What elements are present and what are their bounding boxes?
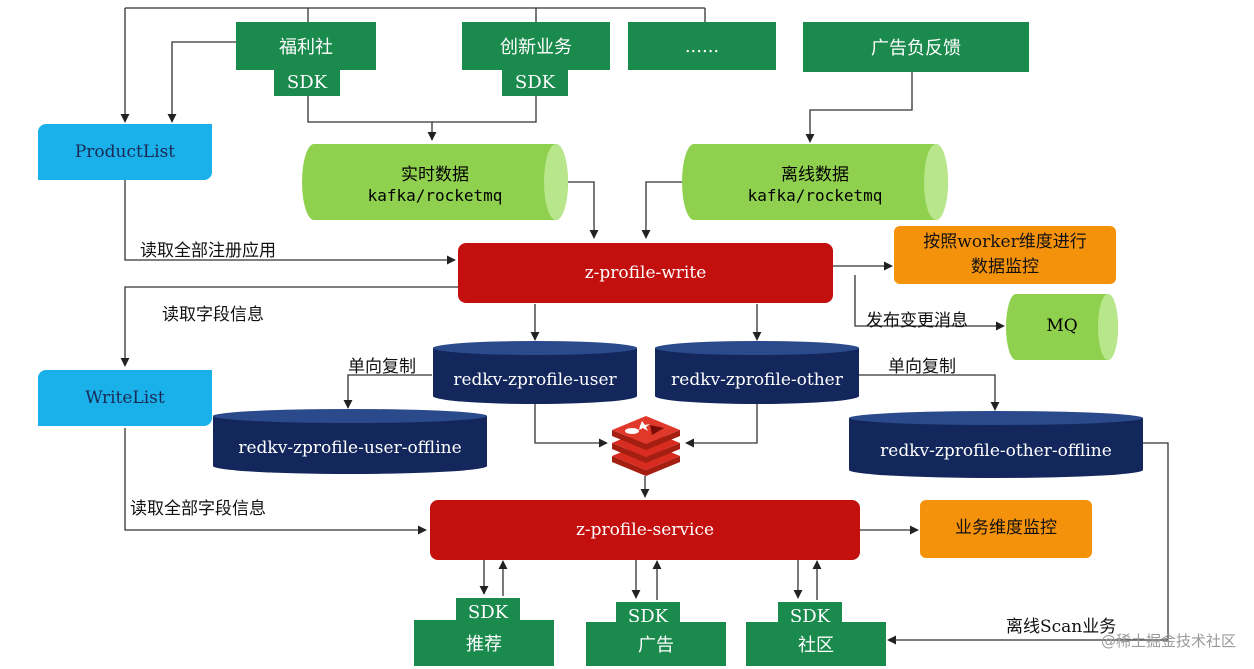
source-ellipsis: ...... — [628, 22, 776, 70]
business-monitor-label: 业务维度监控 — [955, 518, 1057, 539]
mq-queue: MQ — [1004, 292, 1120, 362]
offline-queue-shape — [682, 144, 948, 220]
client-guanggao-label: 广告 — [638, 635, 674, 656]
watermark: @稀土掘金技术社区 — [1100, 632, 1236, 650]
client-tuijian-sdk-label: SDK — [467, 601, 509, 623]
write-list-label: WriteList — [85, 388, 165, 408]
edge-label-read-all-fields: 读取全部字段信息 — [130, 499, 266, 519]
store-user: redkv-zprofile-user — [432, 340, 638, 404]
mq-queue-shape — [1006, 294, 1118, 360]
realtime-queue-subtitle: kafka/rocketmq — [367, 186, 503, 205]
store-user-offline: redkv-zprofile-user-offline — [212, 408, 488, 474]
write-list: WriteList — [38, 370, 212, 426]
edge-label-publish-change: 发布变更消息 — [866, 311, 968, 331]
client-tuijian: 推荐 — [414, 620, 554, 666]
store-other-offline-shape — [849, 411, 1143, 478]
z-profile-service-label: z-profile-service — [575, 520, 715, 540]
source-chuangxin-sdk-label: SDK — [514, 71, 556, 93]
edge-label-one-way-copy-right: 单向复制 — [888, 357, 956, 377]
client-guanggao-sdk-label: SDK — [627, 605, 669, 627]
z-profile-write: z-profile-write — [458, 243, 833, 303]
product-list-label: ProductList — [74, 142, 176, 162]
source-fuli-sdk-label: SDK — [286, 71, 328, 93]
edge-label-read-fields: 读取字段信息 — [162, 305, 264, 325]
source-fuli: 福利社 — [236, 22, 376, 70]
z-profile-service: z-profile-service — [430, 500, 860, 560]
store-user-label: redkv-zprofile-user — [453, 370, 617, 390]
store-user-shape — [433, 341, 637, 404]
client-shequ-label: 社区 — [798, 635, 834, 656]
offline-queue-title: 离线数据 — [781, 165, 849, 185]
edge-label-offline-scan: 离线Scan业务 — [1006, 617, 1117, 637]
source-chuangxin-label: 创新业务 — [500, 37, 572, 58]
client-shequ: 社区 — [746, 622, 886, 666]
z-profile-write-label: z-profile-write — [584, 263, 707, 283]
source-guanggao-feedback-label: 广告负反馈 — [871, 38, 961, 59]
client-tuijian-label: 推荐 — [466, 634, 502, 655]
client-guanggao: 广告 — [586, 622, 726, 666]
edge-label-read-all-apps: 读取全部注册应用 — [140, 241, 276, 261]
source-fuli-label: 福利社 — [279, 37, 333, 58]
redis-logo-icon — [612, 416, 680, 476]
worker-monitor-line1: 按照worker维度进行 — [923, 231, 1087, 252]
realtime-queue-shape — [302, 144, 568, 220]
business-monitor: 业务维度监控 — [920, 500, 1092, 558]
worker-monitor: 按照worker维度进行 数据监控 — [894, 226, 1116, 284]
source-fuli-sdk: SDK — [274, 68, 340, 96]
offline-queue: 离线数据 kafka/rocketmq — [680, 142, 950, 222]
store-other-label: redkv-zprofile-other — [671, 370, 843, 390]
mq-queue-title: MQ — [1046, 316, 1078, 336]
store-other-offline: redkv-zprofile-other-offline — [848, 410, 1144, 478]
product-list: ProductList — [38, 124, 212, 180]
client-shequ-sdk-label: SDK — [789, 605, 831, 627]
source-guanggao-feedback: 广告负反馈 — [803, 22, 1029, 72]
edge-label-one-way-copy-left: 单向复制 — [348, 357, 416, 377]
store-user-offline-label: redkv-zprofile-user-offline — [238, 438, 462, 458]
store-other-offline-label: redkv-zprofile-other-offline — [880, 441, 1112, 461]
offline-queue-subtitle: kafka/rocketmq — [747, 186, 883, 205]
worker-monitor-line2: 数据监控 — [971, 257, 1039, 277]
source-chuangxin-sdk: SDK — [502, 68, 568, 96]
store-other: redkv-zprofile-other — [654, 340, 860, 404]
store-other-shape — [655, 341, 859, 404]
store-user-offline-shape — [213, 409, 487, 474]
realtime-queue: 实时数据 kafka/rocketmq — [300, 142, 570, 222]
source-ellipsis-label: ...... — [684, 35, 720, 57]
realtime-queue-title: 实时数据 — [401, 165, 469, 185]
source-chuangxin: 创新业务 — [462, 22, 610, 70]
